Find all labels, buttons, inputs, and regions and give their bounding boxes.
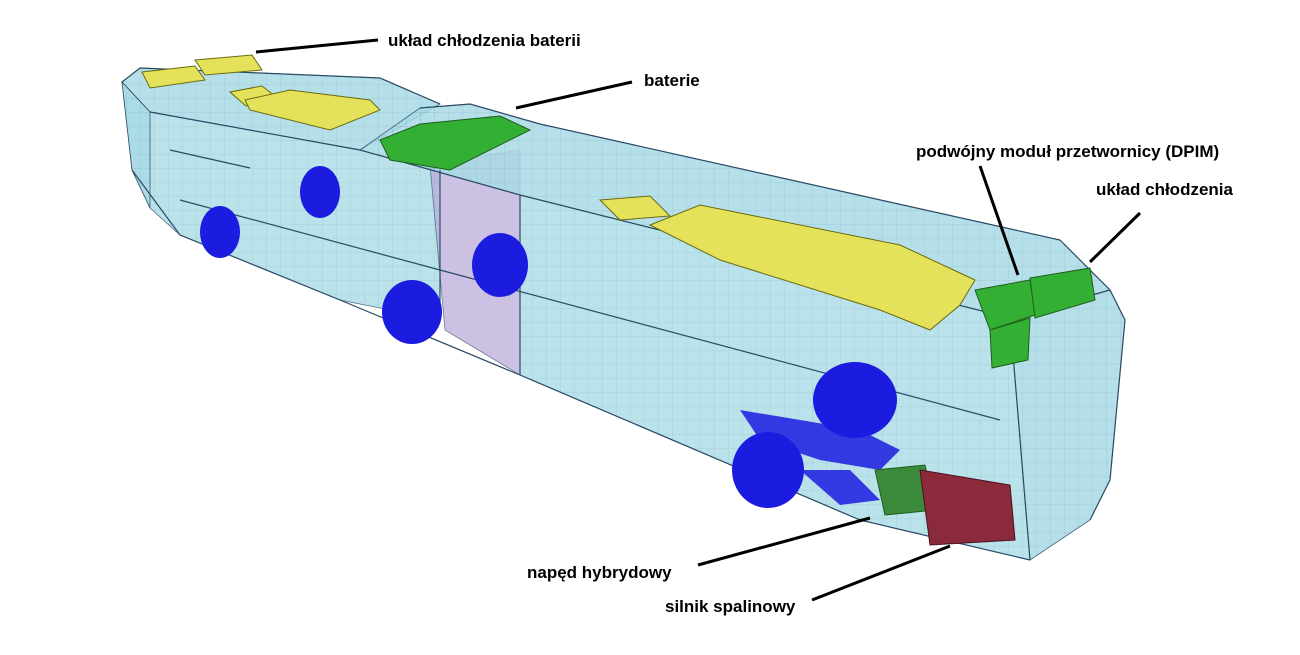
front-roof-batteries [598,195,976,331]
dpim-and-cooling [974,267,1096,369]
rear-section-grid [122,68,440,320]
leader-engine [811,544,951,602]
wheel-icon [472,233,528,297]
wheel-icon [200,206,240,258]
front-section-grid [360,104,1125,560]
combustion-engine [919,469,1016,546]
label-engine: silnik spalinowy [665,597,796,616]
battery-cooling-units [141,54,263,89]
wheel-icon [382,280,442,344]
rear-batteries [228,85,381,131]
label-dpim: podwójny moduł przetwornicy (DPIM) [916,142,1220,161]
leader-dpim [978,165,1020,276]
leader-hybrid-drive [697,516,871,567]
drivetrain [740,362,900,505]
label-battery-cooling: układ chłodzenia baterii [388,31,581,50]
wheels [200,166,804,508]
label-batteries: baterie [644,71,700,90]
leader-cooling [1088,211,1142,264]
wheel-icon [732,432,804,508]
wheel-icon [300,166,340,218]
leader-battery-cooling [255,38,379,54]
label-hybrid-drive: napęd hybrydowy [527,563,672,582]
leader-batteries [515,80,633,110]
label-cooling: układ chłodzenia [1096,180,1233,199]
leader-lines [255,38,1142,602]
mid-battery-module [379,115,532,171]
